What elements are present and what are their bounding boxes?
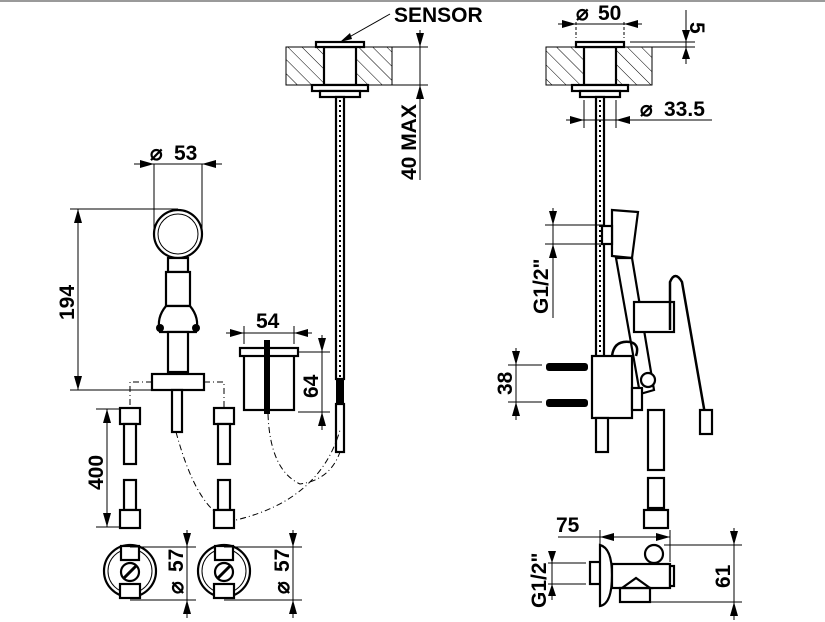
max-thickness-label: 40 MAX (398, 104, 421, 180)
shank-diameter-symbol: ⌀ (640, 98, 653, 121)
valve-left-diameter-symbol: ⌀ (165, 581, 188, 594)
valve-left-diameter-label: 57 (165, 549, 188, 572)
sensor-body (322, 45, 358, 87)
holder-bracket (600, 224, 614, 246)
tee-connector (150, 372, 206, 392)
control-box-cable (264, 340, 270, 414)
wall-bracket-lower (546, 399, 588, 407)
sensor-diameter-symbol: ⌀ (576, 2, 589, 25)
valve-rosette (598, 543, 614, 608)
sensor-flange-side (574, 40, 626, 49)
side-view: ⌀ 50 5 ⌀ 33.5 G1/2" (494, 2, 742, 620)
handle-upper (164, 270, 192, 308)
hand-shower-head (610, 208, 640, 260)
sensor-label: SENSOR (394, 4, 483, 27)
hose-length-label: 400 (85, 455, 108, 490)
lower-hose-side (646, 476, 666, 510)
valve-front-left (102, 543, 158, 600)
cable-plug (336, 380, 344, 404)
cable-connector (334, 402, 346, 454)
box-output-connector (594, 416, 610, 454)
valve-handle (643, 543, 665, 565)
shank-diameter-label: 33.5 (664, 98, 705, 121)
hose-connector-side (646, 408, 666, 472)
cable-path-1 (175, 429, 341, 521)
sensor-cable (334, 95, 346, 381)
sensor-body-side (582, 45, 618, 87)
cable-path-2 (267, 413, 341, 485)
hand-shower-ring (152, 208, 204, 260)
mixer-lever (668, 274, 708, 421)
top-frame-line (0, 0, 825, 2)
box-cable-plug (630, 386, 644, 412)
sensor-section-view: SENSOR 40 MAX (285, 4, 483, 454)
handshower-diameter-symbol: ⌀ (150, 142, 163, 165)
sensor-flange (314, 40, 366, 49)
ring-connector (166, 256, 190, 274)
upper-thread-label: G1/2" (530, 259, 553, 314)
lower-hose-nut (642, 508, 670, 530)
wall-bracket-upper (546, 363, 588, 371)
lever-cable-plug (698, 408, 714, 436)
flange-thickness-label: 5 (685, 22, 708, 34)
mixer-valve-side (632, 300, 676, 334)
hose-right (212, 406, 236, 530)
box-height-label: 64 (300, 374, 323, 398)
valve-outlet-nut (618, 576, 654, 590)
box-width-label: 54 (256, 310, 280, 333)
valve-height-label: 61 (712, 564, 735, 588)
handle-lower (166, 330, 190, 374)
valve-depth-label: 75 (556, 514, 580, 537)
valve-right-diameter-symbol: ⌀ (271, 581, 294, 594)
handshower-height-label: 194 (56, 285, 79, 320)
cable-loop (610, 340, 639, 357)
bracket-spacing-label: 38 (494, 371, 517, 395)
control-box-side (590, 354, 634, 420)
front-view: ⌀ 53 194 54 64 (56, 142, 341, 618)
hose-left (118, 406, 142, 530)
valve-outlet (618, 586, 652, 604)
handshower-diameter-label: 53 (174, 142, 197, 165)
hose-ring (639, 371, 657, 389)
valve-right-diameter-label: 57 (271, 549, 294, 572)
valve-front-right (196, 543, 252, 600)
front-cable (170, 388, 184, 434)
handle-grip (157, 304, 199, 334)
sensor-diameter-label: 50 (598, 2, 621, 25)
lower-thread-label: G1/2" (528, 553, 551, 608)
valve-end-cap (668, 564, 676, 588)
